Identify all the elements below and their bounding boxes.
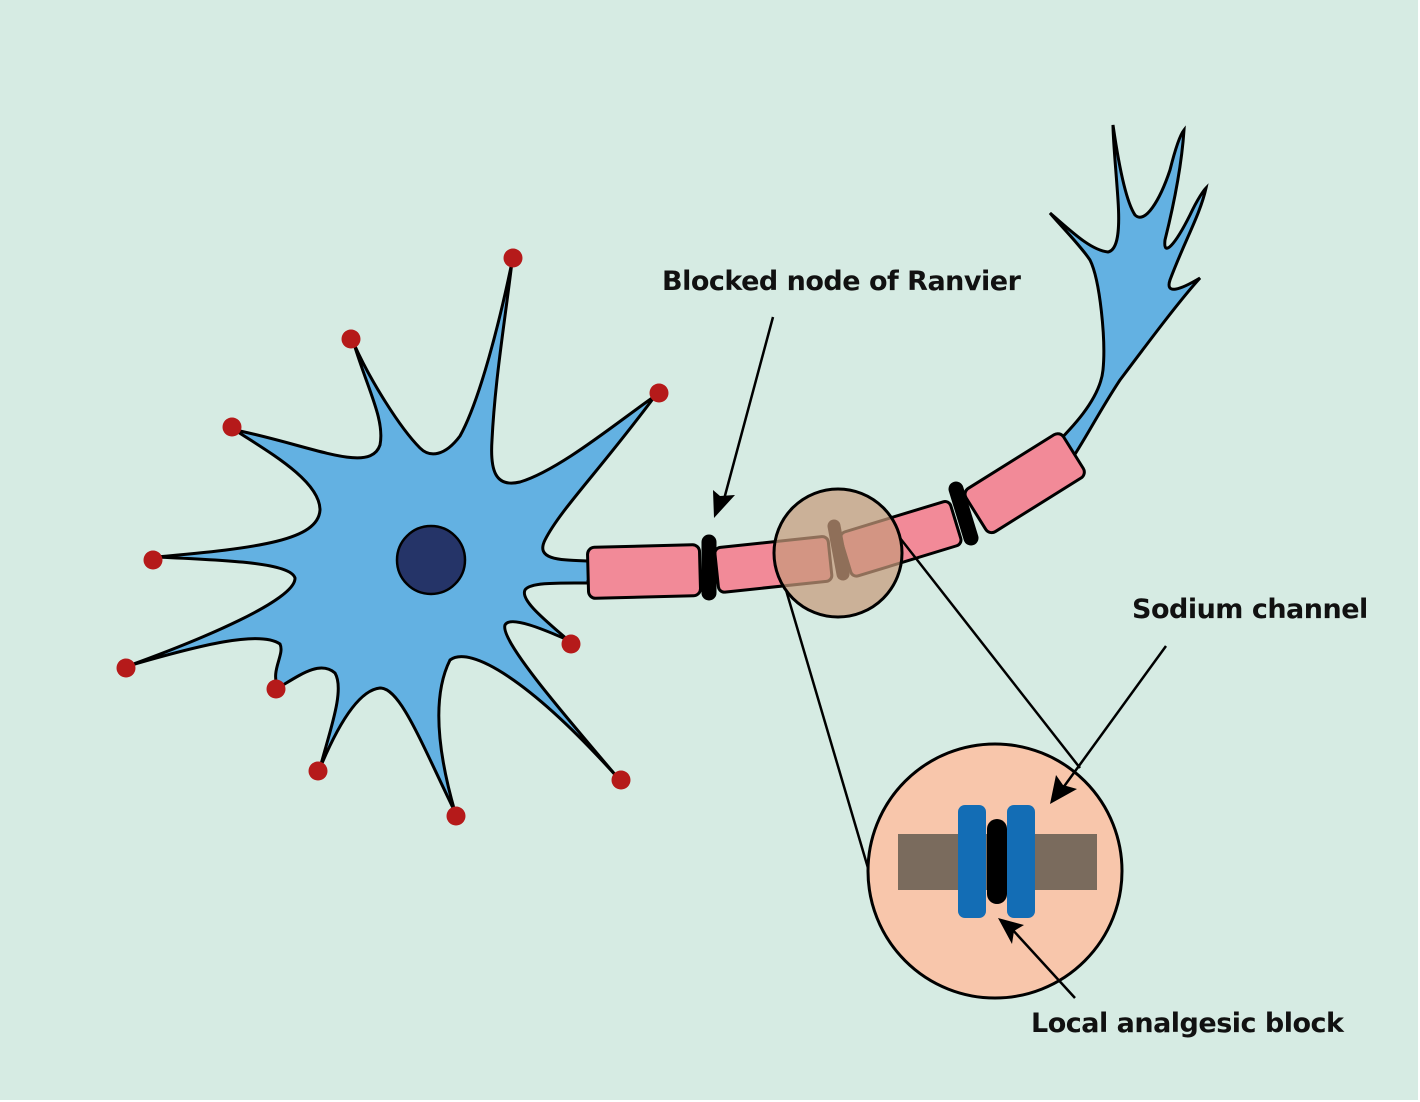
nucleus	[395, 524, 467, 596]
zoom-connector-line	[899, 537, 1081, 769]
sodium-channel-right	[1007, 805, 1035, 918]
dendrite-tip	[341, 329, 361, 349]
dendrite-tip	[266, 679, 286, 699]
label-blocked-node-of-ranvier: Blocked node of Ranvier	[662, 266, 1021, 297]
cell-body	[127, 261, 657, 813]
dendrite-tip	[308, 761, 328, 781]
sodium-channel-left	[958, 805, 986, 918]
dendrite-tip	[446, 806, 466, 826]
dendrite-tip	[143, 550, 163, 570]
node-of-ranvier	[948, 481, 979, 546]
arrow-blocked-node	[713, 316, 775, 518]
dendrite-tip	[222, 417, 242, 437]
dendrite-tip	[649, 383, 669, 403]
myelin-segment	[963, 432, 1086, 535]
dendrite-tip	[116, 658, 136, 678]
dendrite-tip	[503, 248, 523, 268]
dendrite-tips	[116, 248, 669, 826]
axon-terminal	[1047, 124, 1209, 468]
analgesic-blocker	[987, 819, 1007, 904]
arrow-local-block	[998, 918, 1076, 999]
dendrite-tip	[611, 770, 631, 790]
magnifier-circle	[772, 487, 904, 619]
label-local-analgesic-block: Local analgesic block	[1031, 1008, 1344, 1039]
myelin-segment	[586, 543, 702, 600]
arrow-sodium-channel	[1050, 645, 1168, 804]
zoom-connector-line	[784, 589, 870, 869]
label-sodium-channel: Sodium channel	[1132, 594, 1368, 625]
dendrite-tip	[561, 634, 581, 654]
